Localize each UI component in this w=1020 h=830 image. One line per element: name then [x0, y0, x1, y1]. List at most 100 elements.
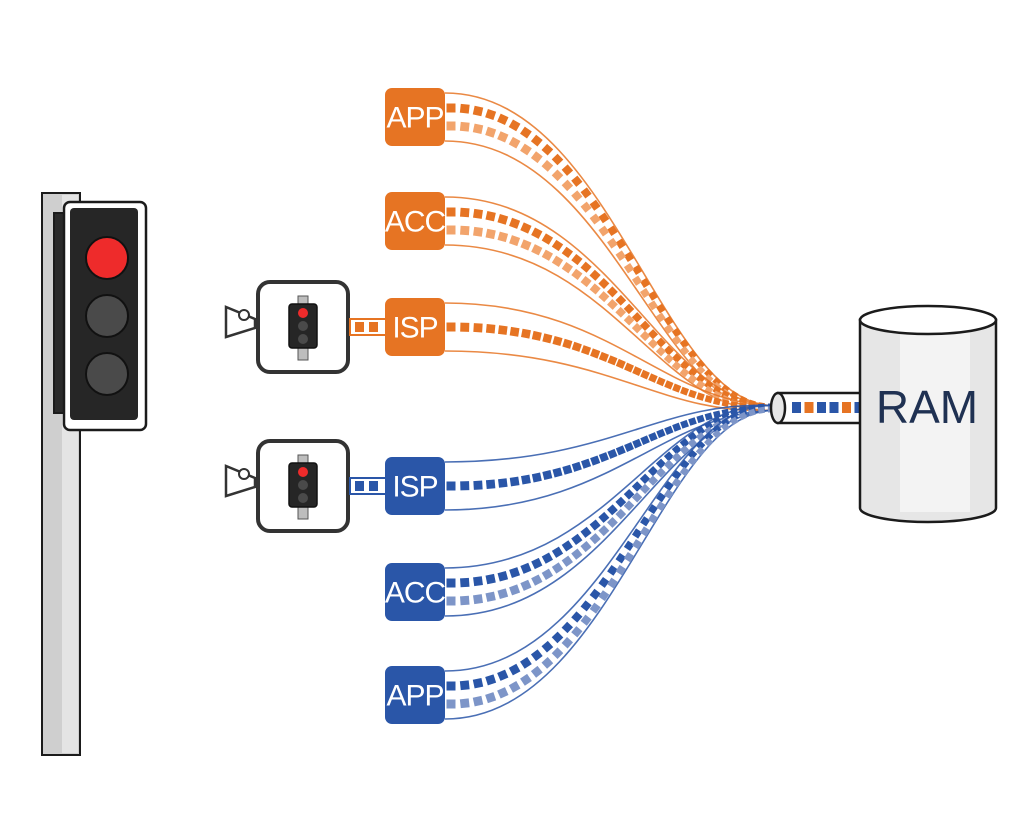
request-packet [589, 199, 601, 211]
request-packet [446, 225, 456, 235]
request-packet [631, 528, 643, 539]
request-packet [648, 373, 658, 383]
request-packet [580, 526, 592, 538]
request-packet [615, 508, 627, 520]
request-packet [712, 376, 722, 387]
request-packet [679, 459, 690, 470]
camera-lens [224, 464, 257, 498]
request-packet [671, 360, 682, 371]
request-packet [712, 416, 722, 426]
request-packet [607, 577, 618, 589]
request-packet [712, 429, 722, 439]
mini-green-lamp [298, 493, 308, 503]
orange-isp-stream [444, 302, 774, 412]
request-packet [561, 262, 573, 274]
request-packet [589, 602, 601, 614]
request-packet [663, 489, 674, 500]
request-packet [695, 359, 706, 369]
request-packet [460, 225, 470, 236]
request-packet [561, 179, 574, 192]
request-packet [639, 330, 651, 342]
request-packet [580, 345, 592, 356]
request-packet [497, 231, 509, 243]
video-camera-icon [224, 280, 387, 374]
request-packet [498, 478, 508, 488]
link-packet [355, 481, 364, 491]
request-packet [656, 303, 666, 314]
memory-request-streams [444, 92, 775, 720]
request-packet [647, 329, 659, 340]
ram-label: RAM [876, 381, 978, 433]
request-packet [531, 472, 542, 483]
request-packet [607, 225, 618, 237]
request-packet [571, 548, 583, 560]
request-packet [687, 438, 698, 448]
blue-acc-node: ACC [385, 563, 447, 621]
request-packet [632, 539, 643, 550]
request-packet [615, 358, 626, 369]
blue-isp-node: ISP [385, 457, 445, 515]
request-packet [607, 565, 618, 576]
request-packet [598, 225, 610, 237]
request-packet [520, 143, 532, 156]
link-packet [369, 481, 378, 491]
request-packet [647, 466, 659, 477]
request-packet [655, 337, 666, 348]
blue-app-stream [444, 403, 775, 720]
request-packet [571, 253, 583, 266]
request-packet [509, 217, 521, 229]
request-packet [509, 235, 521, 247]
request-packet [531, 227, 543, 239]
request-packet [485, 479, 496, 489]
mini-red-lamp [298, 308, 308, 318]
request-packet [508, 663, 521, 676]
request-packet [656, 492, 666, 503]
request-packet [598, 590, 610, 602]
request-packet [571, 533, 583, 545]
request-packet [687, 456, 698, 466]
mini-green-lamp [298, 334, 308, 344]
request-packet [531, 557, 543, 570]
request-packet [687, 374, 698, 384]
request-packet [664, 380, 674, 390]
request-packet [520, 656, 532, 669]
request-packet [497, 214, 509, 225]
request-packet [446, 578, 456, 588]
request-packet [552, 467, 563, 478]
request-packet [671, 335, 682, 346]
request-packet [485, 228, 496, 240]
request-packet [446, 322, 456, 332]
request-packet [460, 322, 470, 332]
request-packet [639, 473, 651, 484]
request-packet [729, 416, 739, 426]
request-packet [679, 466, 690, 477]
request-packet [647, 338, 659, 349]
request-packet [530, 665, 543, 678]
request-packet [472, 105, 484, 117]
request-packet [541, 143, 554, 156]
request-packet [656, 428, 666, 439]
stream-outline [444, 404, 772, 672]
blue-isp-stream [444, 404, 774, 511]
request-packet [687, 449, 698, 460]
request-packet [663, 459, 674, 470]
request-packet [542, 470, 553, 481]
request-packet [520, 579, 532, 591]
request-packet [631, 312, 643, 323]
request-packet [530, 649, 543, 662]
stream-outline [444, 196, 772, 407]
request-packet [497, 131, 509, 143]
request-packet [655, 467, 666, 478]
request-packet [687, 367, 698, 378]
request-packet [687, 349, 698, 360]
mini-red-lamp [298, 467, 308, 477]
request-packet [485, 573, 496, 585]
request-packet [580, 275, 592, 288]
request-packet [472, 123, 484, 135]
request-packet [647, 475, 659, 486]
request-packet [695, 426, 706, 436]
request-packet [590, 455, 601, 466]
request-packet [530, 134, 543, 147]
